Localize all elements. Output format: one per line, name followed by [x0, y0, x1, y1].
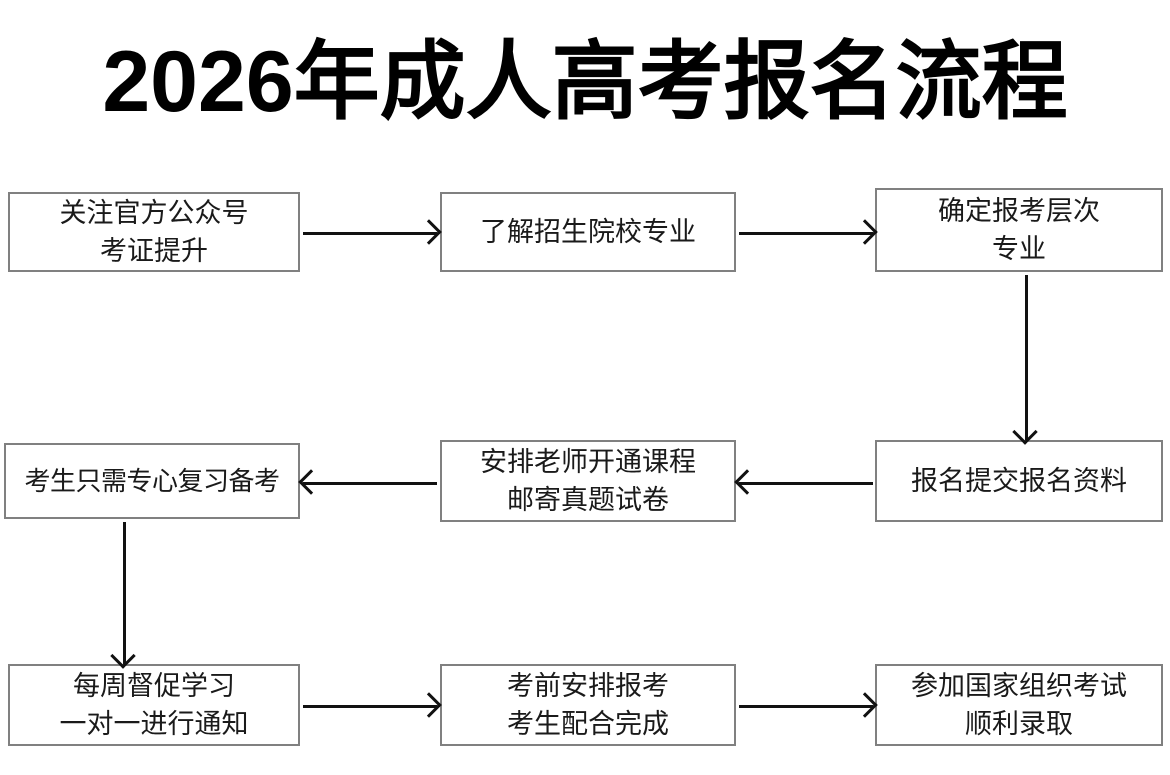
flow-node-line: 考生只需专心复习备考: [24, 466, 280, 496]
arrowhead-right-icon: [852, 692, 878, 718]
arrow-shaft: [739, 482, 873, 485]
arrow-shaft: [123, 522, 126, 664]
flow-node-line: 确定报考层次: [938, 196, 1100, 226]
arrowhead-right-icon: [852, 219, 878, 245]
flow-node-confirm-level-major[interactable]: 确定报考层次 专业: [875, 188, 1163, 272]
flow-node-focus-on-review[interactable]: 考生只需专心复习备考: [4, 443, 300, 519]
flow-node-line: 顺利录取: [965, 709, 1073, 739]
arrow-shaft: [303, 482, 437, 485]
flow-node-line: 考证提升: [100, 236, 208, 266]
arrow-learn-to-confirm: [739, 218, 878, 246]
flow-node-line: 邮寄真题试卷: [507, 485, 669, 515]
arrow-preexam-to-national: [739, 691, 878, 719]
flow-node-line: 一对一进行通知: [59, 709, 249, 739]
flow-node-line: 考生配合完成: [507, 709, 669, 739]
flow-node-pre-exam-arrangement[interactable]: 考前安排报考 考生配合完成: [440, 664, 736, 746]
flow-node-submit-application[interactable]: 报名提交报名资料: [875, 440, 1163, 522]
arrowhead-left-icon: [734, 469, 760, 495]
arrow-shaft: [739, 232, 873, 235]
flow-node-line: 了解招生院校专业: [480, 217, 696, 247]
flow-node-line: 每周督促学习: [73, 671, 235, 701]
arrow-shaft: [303, 705, 437, 708]
flow-node-line: 参加国家组织考试: [911, 671, 1127, 701]
flow-node-line: 关注官方公众号: [59, 198, 249, 228]
arrow-confirm-to-submit: [1005, 275, 1045, 445]
arrow-follow-to-learn: [303, 218, 442, 246]
flow-node-line: 考前安排报考: [507, 671, 669, 701]
arrowhead-right-icon: [416, 692, 442, 718]
flow-node-teacher-course-papers[interactable]: 安排老师开通课程 邮寄真题试卷: [440, 440, 736, 522]
page-title: 2026年成人高考报名流程: [102, 34, 1068, 130]
arrowhead-right-icon: [416, 219, 442, 245]
flow-node-follow-official-account[interactable]: 关注官方公众号 考证提升: [8, 192, 300, 272]
arrowhead-left-icon: [298, 469, 324, 495]
arrow-shaft: [1025, 275, 1028, 440]
arrow-shaft: [303, 232, 437, 235]
flow-node-national-exam-admission[interactable]: 参加国家组织考试 顺利录取: [875, 664, 1163, 746]
arrow-weekly-to-preexam: [303, 691, 442, 719]
arrow-submit-to-teacher: [734, 468, 873, 496]
flow-node-line: 报名提交报名资料: [911, 466, 1127, 496]
flow-node-weekly-supervision[interactable]: 每周督促学习 一对一进行通知: [8, 664, 300, 746]
arrow-teacher-to-review: [298, 468, 437, 496]
flow-node-line: 安排老师开通课程: [480, 447, 696, 477]
flow-node-learn-schools-majors[interactable]: 了解招生院校专业: [440, 192, 736, 272]
arrow-shaft: [739, 705, 873, 708]
flow-node-line: 专业: [992, 234, 1046, 264]
arrow-review-to-weekly: [103, 522, 143, 669]
